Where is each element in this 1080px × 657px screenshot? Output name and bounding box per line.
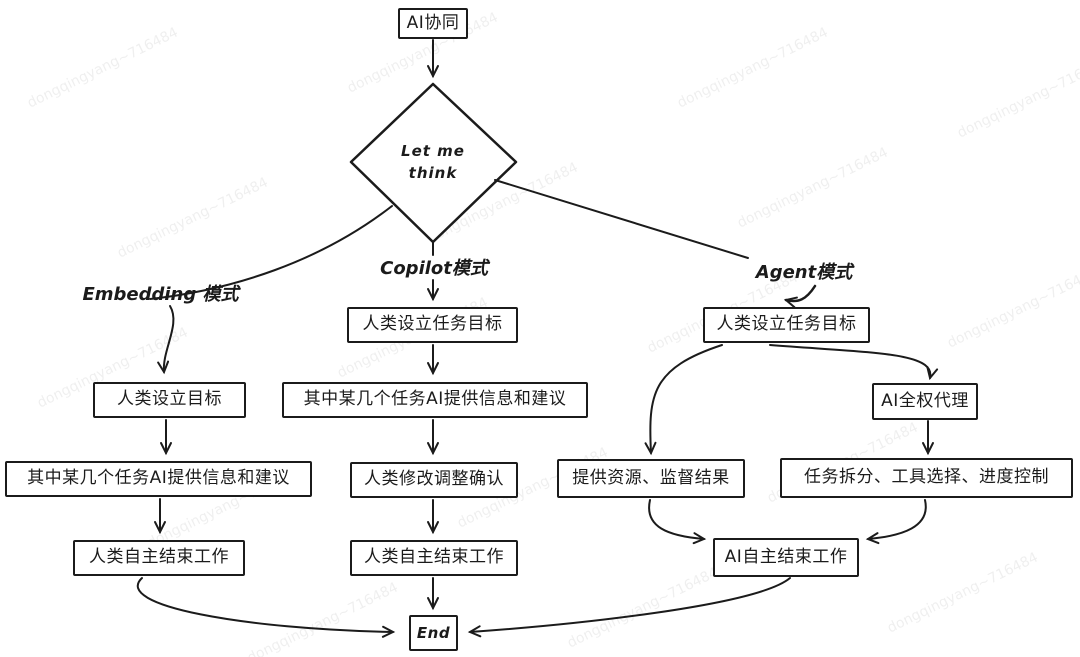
- node-label: 人类设立目标: [117, 389, 222, 410]
- node-ai-collab-label: AI协同: [406, 12, 460, 33]
- edge-e3-end: [136, 577, 396, 638]
- node-end: End: [409, 615, 458, 651]
- node-human-set-goal: 人类设立目标: [93, 382, 246, 418]
- node-provide-resources-supervise: 提供资源、监督结果: [557, 459, 745, 498]
- node-label: End: [416, 623, 451, 642]
- node-task-split-tools-progress: 任务拆分、工具选择、进度控制: [780, 458, 1073, 498]
- node-human-adjust-confirm: 人类修改调整确认: [350, 462, 518, 498]
- node-human-set-task-goal-copilot: 人类设立任务目标: [347, 307, 518, 343]
- node-label: AI自主结束工作: [724, 546, 848, 567]
- branch-label-embedding: Embedding 模式: [82, 284, 239, 305]
- node-ai-provides-info-copilot: 其中某几个任务AI提供信息和建议: [282, 382, 588, 418]
- node-label: 其中某几个任务AI提供信息和建议: [27, 468, 290, 489]
- node-label: 人类设立任务目标: [362, 314, 503, 335]
- edge-embedding-e1: [157, 305, 175, 375]
- edge-a5-end: [467, 577, 791, 638]
- edge-agent-a1: [783, 284, 817, 309]
- node-label: 提供资源、监督结果: [572, 467, 730, 488]
- decision-diamond-label: Let me think: [401, 141, 465, 183]
- node-label: 任务拆分、工具选择、进度控制: [804, 467, 1049, 488]
- node-ai-collab: AI协同: [398, 8, 468, 39]
- node-label: 人类自主结束工作: [89, 547, 229, 568]
- node-label: 人类设立任务目标: [716, 314, 857, 335]
- edge-a3-a5: [648, 499, 707, 545]
- node-ai-ends-work: AI自主结束工作: [713, 538, 859, 577]
- node-human-ends-work-copilot: 人类自主结束工作: [350, 540, 518, 576]
- node-label: AI全权代理: [881, 390, 969, 411]
- node-ai-provides-info-embedding: 其中某几个任务AI提供信息和建议: [5, 461, 312, 497]
- edge-decision-agent: [494, 179, 749, 259]
- node-label: 人类修改调整确认: [364, 469, 504, 490]
- edge-a1-a3: [644, 344, 723, 456]
- edge-decision-embedding: [149, 205, 393, 300]
- edge-a1-a2: [769, 344, 939, 381]
- node-human-set-task-goal-agent: 人类设立任务目标: [703, 307, 870, 343]
- node-ai-full-agency: AI全权代理: [872, 383, 978, 420]
- branch-label-copilot: Copilot模式: [380, 258, 488, 279]
- node-label: 其中某几个任务AI提供信息和建议: [303, 389, 567, 410]
- node-label: 人类自主结束工作: [364, 547, 504, 568]
- branch-label-agent: Agent模式: [755, 262, 853, 283]
- edge-a4-a5: [865, 499, 927, 545]
- node-human-ends-work-embedding: 人类自主结束工作: [73, 540, 245, 576]
